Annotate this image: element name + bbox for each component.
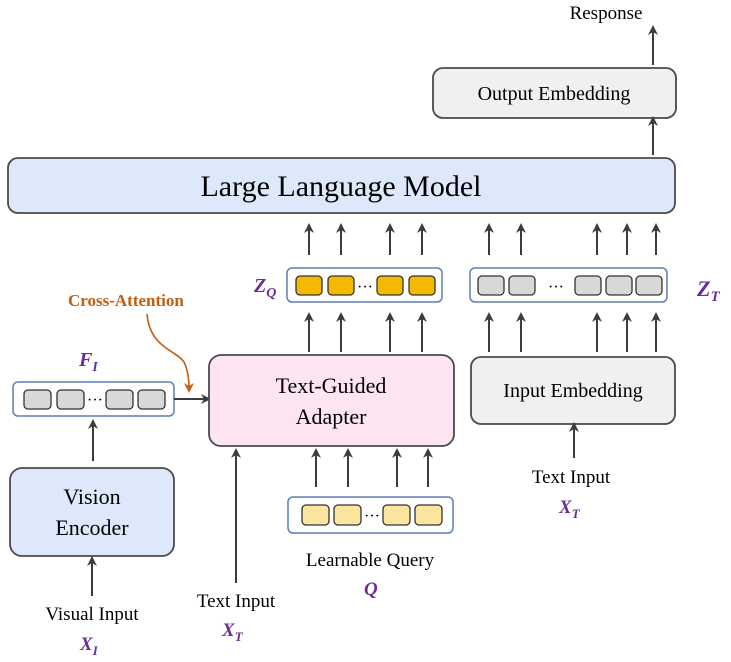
learnable-query-strip (287, 496, 454, 534)
query-token (382, 504, 411, 526)
fi-ellipsis: ··· (87, 392, 103, 409)
zt-token (477, 275, 505, 296)
query-to-adapter-arrows (311, 448, 433, 487)
vision-encoder-box (9, 467, 175, 557)
xi-symbol: XI (79, 634, 99, 658)
llm-label: Large Language Model (200, 170, 481, 203)
query-token (333, 504, 362, 526)
zt-token (635, 275, 663, 296)
output-embedding-box (432, 67, 677, 119)
cross-attention-label: Cross-Attention (68, 291, 184, 310)
query-token (414, 504, 443, 526)
zq-token (327, 275, 355, 296)
query-token (301, 504, 330, 526)
text-input-adapter-label: Text Input (197, 591, 276, 612)
zq-token (408, 275, 436, 296)
zt-token (605, 275, 633, 296)
input-emb-to-zt-arrows (484, 312, 661, 352)
learnable-query-label: Learnable Query (306, 550, 435, 571)
fi-token (105, 389, 134, 410)
zq-token (295, 275, 323, 296)
vision-encoder-line1: Vision (63, 484, 120, 509)
zq-symbol: ZQ (253, 275, 276, 301)
cross-attention-arrow (146, 313, 194, 393)
zt-to-llm-arrows (484, 223, 661, 255)
xt-right-symbol: XT (558, 497, 581, 521)
text-input-right-label: Text Input (532, 467, 611, 488)
input-embedding-label: Input Embedding (503, 380, 642, 402)
text-guided-adapter-box (208, 354, 455, 447)
zq-token-strip (286, 267, 443, 303)
vision-encoder-line2: Encoder (55, 515, 129, 540)
response-label: Response (570, 3, 643, 24)
output-embedding-label: Output Embedding (478, 83, 631, 105)
xt-adapter-symbol: XT (221, 620, 244, 644)
adapter-label-line2: Adapter (296, 404, 368, 429)
fi-token (137, 389, 166, 410)
fi-token (56, 389, 85, 410)
adapter-to-zq-arrows (304, 312, 427, 352)
fi-token (23, 389, 52, 410)
zq-to-llm-arrows (304, 223, 427, 255)
zt-token (574, 275, 602, 296)
llm-box (7, 157, 676, 214)
query-ellipsis: ··· (364, 508, 380, 525)
adapter-label-line1: Text-Guided (276, 373, 387, 398)
zq-token (376, 275, 404, 296)
visual-input-label: Visual Input (45, 604, 139, 625)
zq-ellipsis: ··· (357, 279, 373, 296)
q-symbol: Q (364, 579, 378, 600)
zt-token (508, 275, 536, 296)
fi-symbol: FI (78, 349, 98, 375)
zt-symbol: ZT (696, 276, 720, 305)
zt-ellipsis: ··· (548, 279, 564, 296)
